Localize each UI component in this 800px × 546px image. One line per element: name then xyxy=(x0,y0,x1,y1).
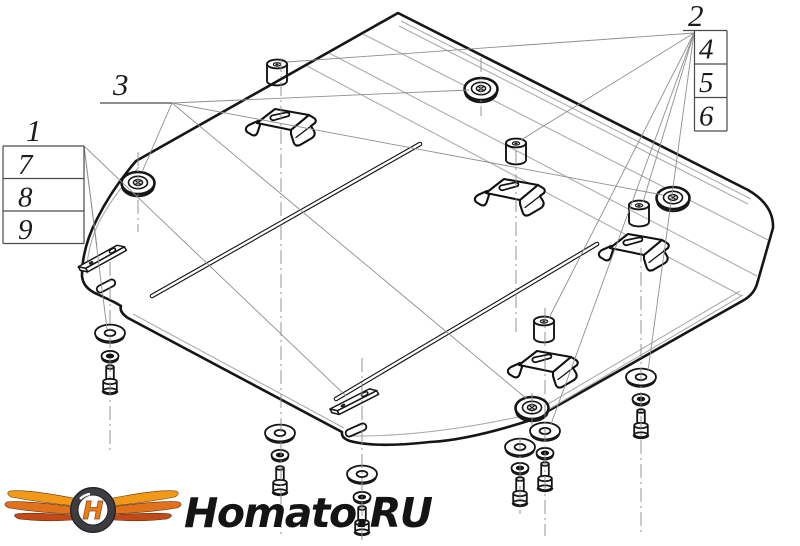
logo: H Homato.RU xyxy=(4,487,434,537)
fastener-stack-2 xyxy=(264,423,296,497)
wing-right-icon xyxy=(107,490,182,522)
ring-tire xyxy=(71,488,115,532)
callout-table-right-grid xyxy=(683,29,728,132)
callout-6: 6 xyxy=(699,101,714,133)
plate-outline xyxy=(80,11,775,447)
callout-4: 4 xyxy=(699,34,714,66)
logo-emblem-icon: H xyxy=(4,487,182,533)
callout-1: 1 xyxy=(26,113,42,148)
callout-9: 9 xyxy=(18,214,33,246)
plate-slots xyxy=(95,278,368,438)
grommet-3 xyxy=(655,185,691,213)
callout-8: 8 xyxy=(18,182,33,214)
callout-table-right: 2 4 5 6 xyxy=(683,0,728,133)
rib-2 xyxy=(333,241,600,402)
callout-2: 2 xyxy=(688,0,704,33)
skid-plate-body xyxy=(80,11,775,447)
callout-3: 3 xyxy=(112,67,129,102)
ring-highlight xyxy=(79,492,91,500)
ring-inner xyxy=(77,494,109,526)
rib-1 xyxy=(149,141,423,299)
callout-table-left-grid xyxy=(2,145,85,245)
crease-lines xyxy=(86,20,769,437)
callout-5: 5 xyxy=(699,67,714,99)
logo-text: Homato.RU xyxy=(184,489,433,537)
callout-3-group: 3 xyxy=(100,67,172,104)
callout-table-left: 1 7 8 9 xyxy=(2,113,85,246)
logo-emblem-letter: H xyxy=(83,496,104,525)
axis-lines xyxy=(109,58,642,544)
callout-7: 7 xyxy=(18,149,34,181)
wing-left-icon xyxy=(4,490,79,522)
leader-lines xyxy=(83,32,695,425)
